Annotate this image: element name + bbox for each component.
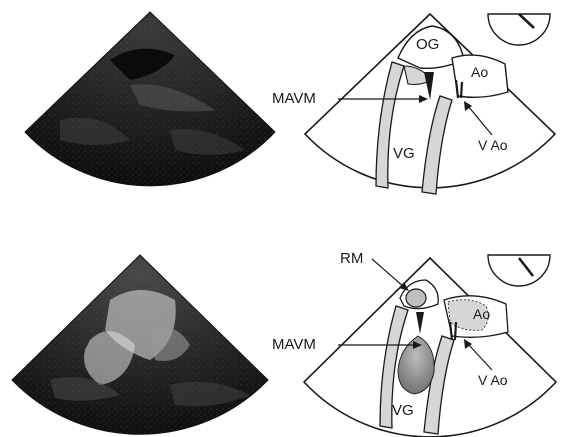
label-og: OG: [416, 36, 439, 53]
label-rm: RM: [340, 250, 363, 267]
label-vao: V Ao: [478, 137, 508, 153]
orientation-marker-bottom: [488, 255, 550, 286]
label-mavm: MAVM: [272, 336, 316, 353]
regurgitant-mass: [406, 289, 426, 307]
pointer-rm: [372, 259, 404, 287]
echo-image-top: [25, 12, 275, 186]
orientation-marker-top: [488, 14, 550, 45]
label-mavm: MAVM: [272, 90, 316, 107]
label-vg: VG: [393, 145, 415, 162]
label-vao: V Ao: [478, 372, 508, 388]
label-vg: VG: [392, 402, 414, 419]
echo-image-bottom: [12, 255, 268, 434]
label-ao: Ao: [471, 64, 488, 80]
label-ao: Ao: [473, 306, 490, 322]
